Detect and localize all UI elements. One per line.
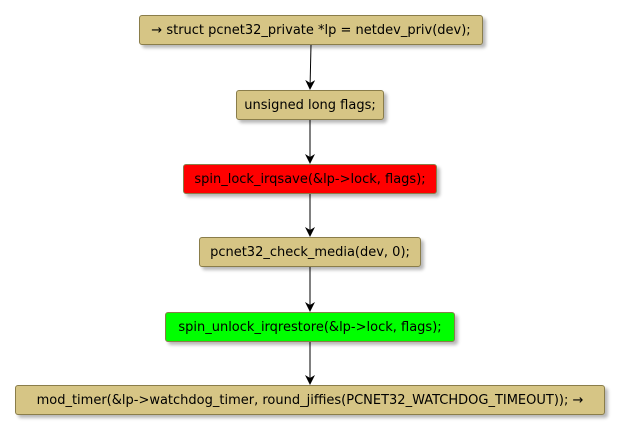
node-label: spin_unlock_irqrestore(&lp->lock, flags)… xyxy=(178,319,442,335)
node-mod-timer: mod_timer(&lp->watchdog_timer, round_jif… xyxy=(15,385,605,415)
node-label: mod_timer(&lp->watchdog_timer, round_jif… xyxy=(36,392,584,408)
edge-arrow-1 xyxy=(305,44,316,90)
node-check-media: pcnet32_check_media(dev, 0); xyxy=(199,237,421,267)
node-label: → struct pcnet32_private *lp = netdev_pr… xyxy=(151,22,471,38)
node-label: pcnet32_check_media(dev, 0); xyxy=(210,244,410,260)
node-label: unsigned long flags; xyxy=(244,97,376,113)
node-label: spin_lock_irqsave(&lp->lock, flags); xyxy=(194,171,426,187)
node-spin-unlock: spin_unlock_irqrestore(&lp->lock, flags)… xyxy=(165,312,455,342)
node-spin-lock: spin_lock_irqsave(&lp->lock, flags); xyxy=(183,164,437,194)
node-flags-declaration: unsigned long flags; xyxy=(236,90,384,120)
node-netdev-priv: → struct pcnet32_private *lp = netdev_pr… xyxy=(139,15,483,45)
